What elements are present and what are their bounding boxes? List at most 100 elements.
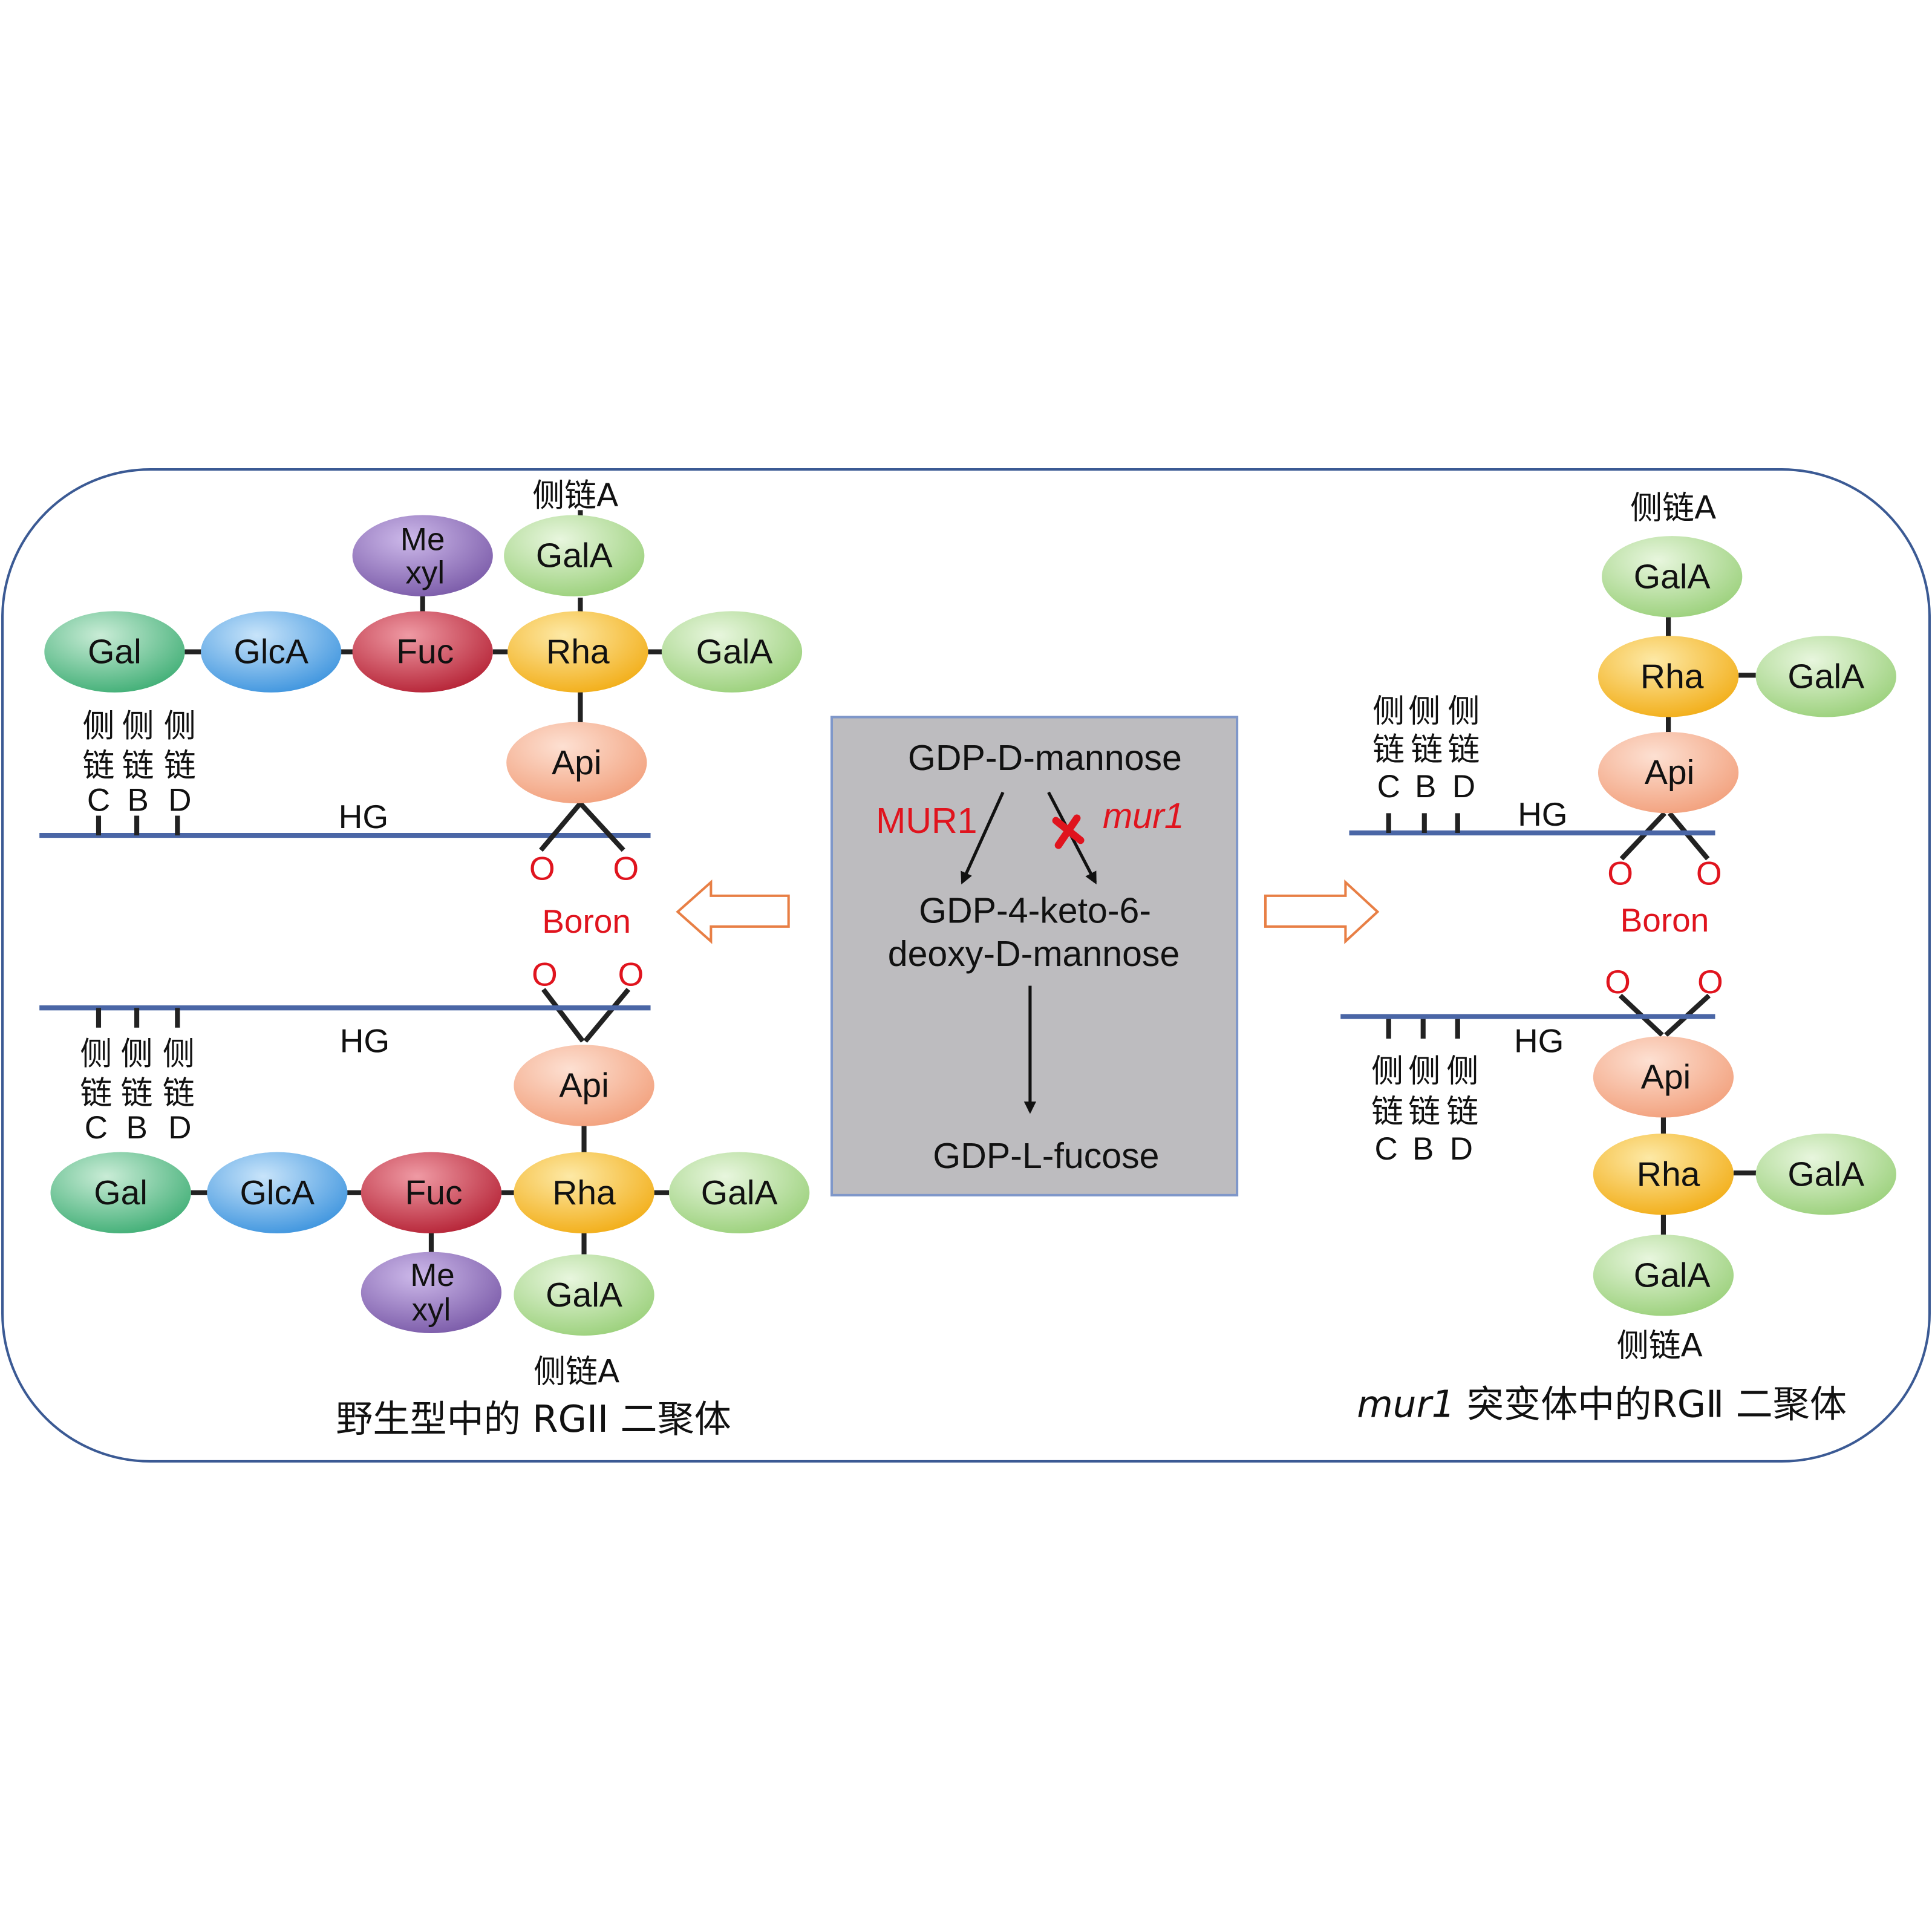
svg-text:侧: 侧 [164, 708, 196, 745]
svg-text:链: 链 [121, 1075, 153, 1112]
svg-text:Gal: Gal [88, 633, 142, 671]
svg-text:D: D [1452, 769, 1475, 804]
svg-text:C: C [1374, 1131, 1397, 1167]
sugar-api: Api [1597, 731, 1739, 814]
svg-text:GalA: GalA [701, 1173, 778, 1212]
svg-text:C: C [85, 1110, 108, 1146]
svg-text:Rha: Rha [552, 1173, 616, 1212]
svg-text:C: C [87, 782, 110, 818]
svg-text:D: D [1450, 1131, 1473, 1167]
mutant-dimer: 侧链A GalA Rha GalA Api 侧 侧 侧 链 链 链 C [1340, 490, 1896, 1426]
sugar-api: Api [514, 1045, 654, 1126]
sugar-glca: GlcA [201, 611, 342, 693]
svg-text:侧: 侧 [82, 708, 114, 745]
side-chain-cbd-labels: 侧 侧 侧 链 链 链 C B D [1371, 1052, 1478, 1166]
sugar-fuc: Fuc [361, 1152, 502, 1234]
svg-text:C: C [1377, 769, 1400, 804]
svg-text:侧: 侧 [1371, 1052, 1403, 1089]
sugar-gala: GalA [504, 515, 645, 596]
svg-text:O: O [618, 956, 644, 993]
svg-text:B: B [1412, 1131, 1434, 1167]
svg-text:Me: Me [400, 522, 445, 558]
svg-text:Me: Me [410, 1258, 455, 1293]
mutant-caption: mur1 突变体中的RGⅡ 二聚体 [1357, 1383, 1847, 1426]
svg-text:侧: 侧 [1372, 693, 1405, 730]
side-chain-a-label: 侧链A [1617, 1328, 1703, 1365]
svg-text:Gal: Gal [94, 1173, 148, 1212]
svg-text:Api: Api [1645, 753, 1694, 792]
intermediate-label: GDP-4-keto-6- [919, 891, 1151, 931]
product-label: GDP-L-fucose [933, 1136, 1159, 1176]
svg-text:侧: 侧 [122, 708, 154, 745]
enzyme-label: MUR1 [876, 801, 977, 841]
sugar-api: Api [506, 722, 647, 804]
side-chain-a-label: 侧链A [1630, 490, 1716, 527]
svg-text:GalA: GalA [1634, 1256, 1711, 1294]
side-chain-a-label: 侧链A [532, 477, 618, 514]
sugar-fuc: Fuc [352, 611, 493, 693]
substrate-label: GDP-D-mannose [908, 738, 1182, 778]
sugar-gala: GalA [1755, 636, 1896, 717]
svg-text:侧: 侧 [1446, 1052, 1478, 1089]
svg-text:链: 链 [122, 747, 154, 784]
svg-text:O: O [613, 849, 639, 887]
svg-text:D: D [168, 782, 191, 818]
sugar-rha: Rha [1597, 636, 1739, 717]
svg-text:侧: 侧 [1447, 693, 1480, 730]
side-chain-cbd-labels: 侧 侧 侧 链 链 链 C B D [1372, 693, 1480, 804]
svg-text:O: O [1697, 963, 1723, 1000]
svg-text:GalA: GalA [1634, 557, 1711, 596]
svg-text:D: D [168, 1110, 191, 1146]
side-chain-a-label: 侧链A [534, 1354, 619, 1391]
svg-text:侧: 侧 [1408, 1052, 1440, 1089]
svg-text:xyl: xyl [405, 555, 445, 591]
sugar-gala: GalA [514, 1254, 654, 1336]
borate-ester: O O Boron O O [1605, 855, 1723, 1000]
sugar-gala: GalA [1602, 536, 1743, 618]
svg-text:B: B [126, 1110, 147, 1146]
svg-text:xyl: xyl [412, 1292, 451, 1328]
svg-text:链: 链 [1411, 731, 1443, 768]
svg-text:侧: 侧 [80, 1036, 112, 1072]
svg-text:链: 链 [82, 747, 114, 784]
svg-text:Boron: Boron [542, 902, 631, 940]
svg-text:B: B [127, 782, 148, 818]
hg-label: HG [1518, 795, 1567, 833]
sugar-gala: GalA [661, 611, 803, 693]
sugar-api: Api [1593, 1036, 1734, 1118]
svg-text:GlcA: GlcA [233, 633, 308, 671]
svg-text:Boron: Boron [1620, 901, 1709, 939]
svg-text:GalA: GalA [546, 1276, 622, 1314]
right-arrow-icon [1264, 879, 1380, 944]
svg-text:Api: Api [1641, 1057, 1691, 1096]
sugar-gal: Gal [44, 611, 185, 693]
svg-text:侧: 侧 [163, 1036, 195, 1072]
svg-text:GalA: GalA [536, 537, 613, 575]
side-chain-cbd-labels: 侧 侧 侧 链 链 链 C B D [82, 708, 195, 818]
sugar-rha: Rha [507, 611, 648, 693]
svg-text:Rha: Rha [546, 633, 610, 671]
hg-label: HG [340, 1022, 390, 1060]
svg-text:链: 链 [1371, 1094, 1403, 1131]
svg-text:GalA: GalA [1787, 1155, 1864, 1193]
borate-ester: O O Boron O O [529, 849, 644, 993]
svg-text:Api: Api [552, 743, 601, 782]
wild-type-caption: 野生型中的 RGII 二聚体 [336, 1398, 731, 1441]
svg-text:链: 链 [1372, 731, 1405, 768]
svg-text:B: B [1415, 769, 1436, 804]
svg-text:侧: 侧 [1408, 693, 1440, 730]
sugar-gala: GalA [1593, 1235, 1734, 1316]
svg-text:Fuc: Fuc [396, 633, 454, 671]
svg-text:GalA: GalA [696, 633, 773, 671]
svg-text:侧: 侧 [121, 1036, 153, 1072]
sugar-gal: Gal [50, 1152, 191, 1234]
hg-label: HG [1514, 1022, 1564, 1060]
svg-text:O: O [1607, 855, 1633, 892]
sugar-rha: Rha [514, 1152, 654, 1234]
sugar-rha: Rha [1593, 1134, 1734, 1215]
mutant-label: mur1 [1103, 796, 1184, 836]
enzyme-reaction-arrow [961, 791, 1005, 885]
